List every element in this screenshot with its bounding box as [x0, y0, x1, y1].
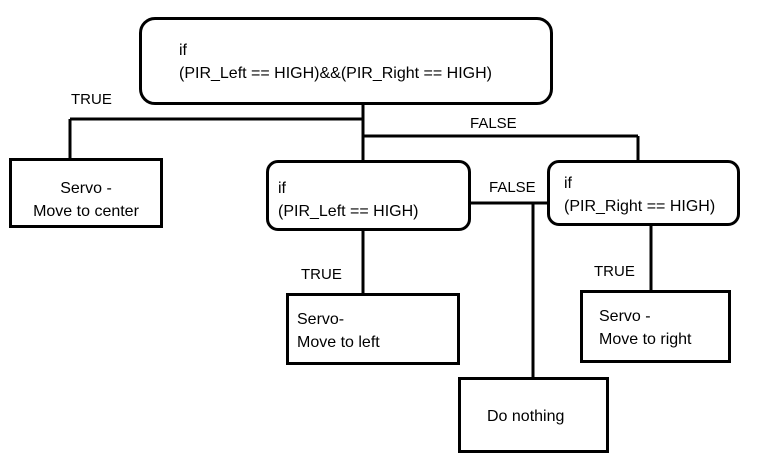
left-action-title: Servo-	[297, 311, 345, 328]
left-true-label: TRUE	[301, 266, 342, 283]
right-condition-keyword: if	[564, 175, 572, 192]
main-condition-node: if (PIR_Left == HIGH)&&(PIR_Right == HIG…	[139, 17, 553, 105]
do-nothing-node: Do nothing	[458, 377, 609, 453]
left-condition-keyword: if	[278, 180, 286, 197]
center-action-node: Servo - Move to center	[9, 158, 163, 228]
left-condition-node: if (PIR_Left == HIGH)	[266, 160, 471, 231]
center-action-description: Move to center	[33, 203, 139, 220]
left-action-description: Move to left	[297, 334, 380, 351]
right-action-description: Move to right	[599, 331, 692, 348]
inner-false-label: FALSE	[489, 179, 536, 196]
right-action-node: Servo - Move to right	[580, 290, 731, 363]
right-condition-node: if (PIR_Right == HIGH)	[547, 160, 740, 226]
right-action-title: Servo -	[599, 308, 651, 325]
do-nothing-text: Do nothing	[487, 408, 565, 425]
left-action-node: Servo- Move to left	[286, 293, 460, 365]
main-condition-expression: (PIR_Left == HIGH)&&(PIR_Right == HIGH)	[179, 65, 492, 82]
left-condition-expression: (PIR_Left == HIGH)	[278, 203, 419, 220]
center-action-title: Servo -	[60, 180, 112, 197]
main-condition-keyword: if	[179, 42, 187, 59]
main-false-label: FALSE	[470, 115, 517, 132]
main-true-label: TRUE	[71, 91, 112, 108]
right-true-label: TRUE	[594, 263, 635, 280]
right-condition-expression: (PIR_Right == HIGH)	[564, 198, 716, 215]
